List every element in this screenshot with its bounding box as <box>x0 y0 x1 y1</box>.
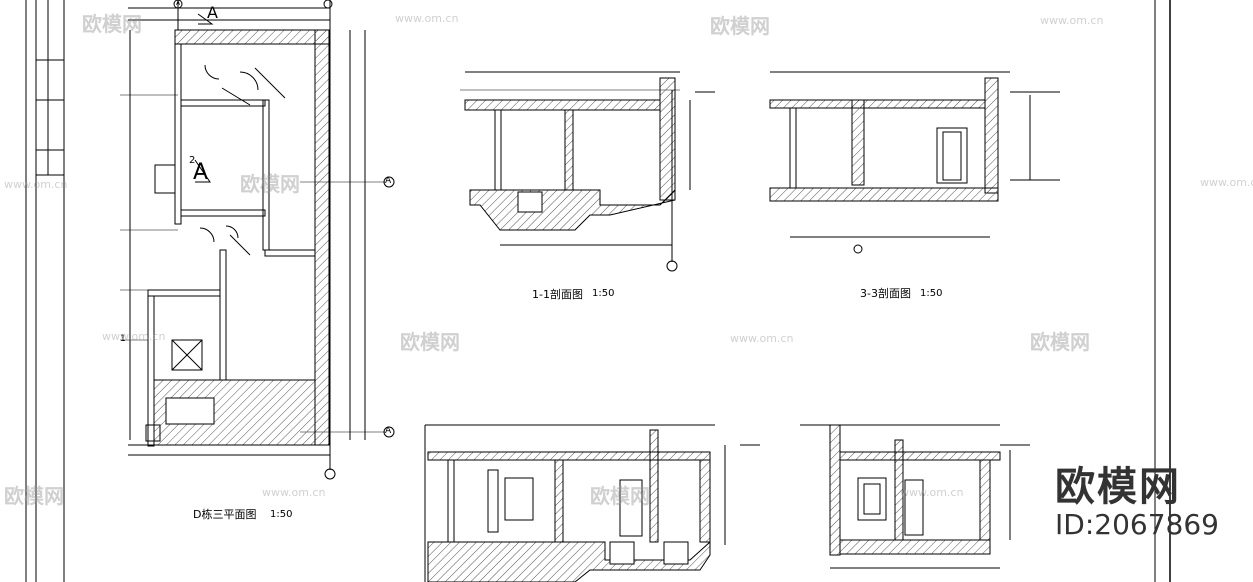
section-bottom-a <box>424 424 760 582</box>
section-1-scale: 1:50 <box>592 288 615 299</box>
axis-label-a-right-2: A <box>385 426 392 436</box>
axis-label-num-1: 1 <box>120 334 126 344</box>
section-3-title: 3-3剖面图 <box>860 287 911 300</box>
watermark-url: www.om.cn <box>4 178 68 191</box>
watermark-url: www.om.cn <box>730 332 794 345</box>
plan-title: D栋三平面图 <box>193 508 257 521</box>
watermark-logo: 欧模网 <box>82 12 142 36</box>
plan-scale: 1:50 <box>270 509 293 520</box>
watermark-logo: 欧模网 <box>240 172 300 196</box>
watermark-logo: 欧模网 <box>590 484 650 508</box>
floor-plan <box>120 0 395 480</box>
brand-id-text: ID:2067869 <box>1055 508 1219 541</box>
watermark-logo: 欧模网 <box>710 14 770 38</box>
axis-label-num-2: 2 <box>189 155 196 166</box>
watermark-logo: 欧模网 <box>400 330 460 354</box>
axis-label-a-right-1: A <box>385 176 392 186</box>
section-1-1 <box>460 71 715 272</box>
section-3-scale: 1:50 <box>920 288 943 299</box>
axis-label-a-top-right: A <box>176 0 181 7</box>
section-3-3 <box>769 71 1060 254</box>
brand-logo-text: 欧模网 <box>1055 464 1181 510</box>
watermark-url: www.om.cn <box>395 12 459 25</box>
section-bottom-b <box>800 424 1030 569</box>
section-1-title: 1-1剖面图 <box>532 288 583 301</box>
axis-label-a-plan: A <box>193 160 209 185</box>
watermark-url: www.om.cn <box>262 486 326 499</box>
watermark-url: www.om.cn <box>102 330 166 343</box>
axis-label-a-top-left: A <box>207 3 218 22</box>
watermark-url: www.om.cn <box>1040 14 1104 27</box>
watermark-logo: 欧模网 <box>4 484 64 508</box>
watermark-logo: 欧模网 <box>1030 330 1090 354</box>
watermark-url: www.om.cn <box>900 486 964 499</box>
sheet-frame <box>25 0 1171 582</box>
watermark-url: www.om.cn <box>1200 176 1253 189</box>
